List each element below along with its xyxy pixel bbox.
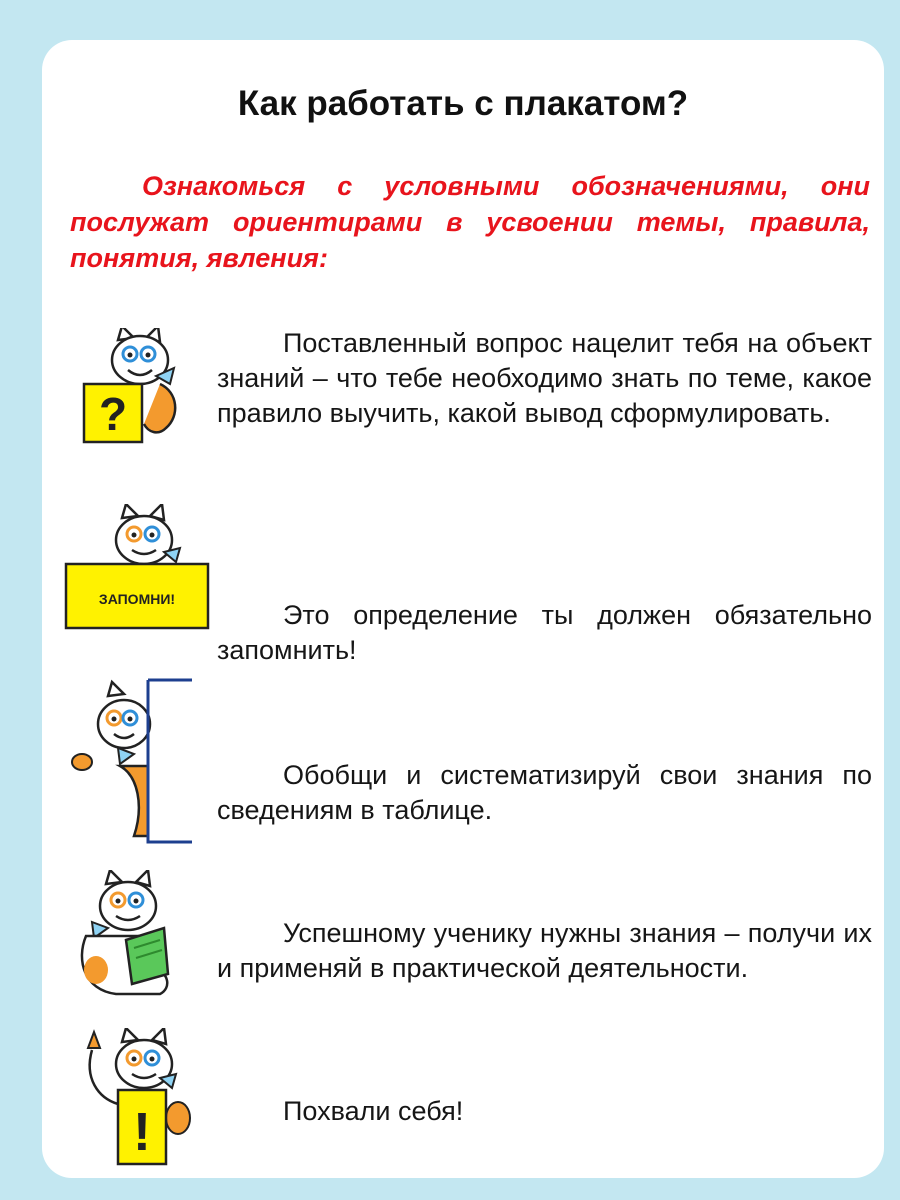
legend-text-remember: Это определение ты должен обязательно за… [217,600,872,665]
legend-text-question: Поставленный вопрос нацелит тебя на объе… [217,328,872,428]
legend-text-table: Обобщи и систематизируй свои знания по с… [217,760,872,825]
intro-text: Ознакомься с условными обозначениями, он… [70,171,870,273]
legend-text-book: Успешному ученику нужны знания – получи … [217,918,872,983]
poster-card: Как работать с плакатом? Ознакомься с ус… [42,40,884,1178]
cat-remember-sign-icon: ЗАПОМНИ! [64,504,210,630]
page-title: Как работать с плакатом? [237,84,689,123]
cat-exclamation-sign-icon: ! [86,1028,191,1166]
cat-table-icon [71,678,192,844]
cat-question-sign-icon: ? [82,328,177,444]
remember-sign-text: ЗАПОМНИ! [99,591,175,607]
question-sign-text: ? [99,388,127,440]
legend-text-praise: Похвали себя! [283,1096,464,1126]
exclamation-sign-text: ! [133,1102,151,1162]
cat-book-icon [80,870,170,996]
